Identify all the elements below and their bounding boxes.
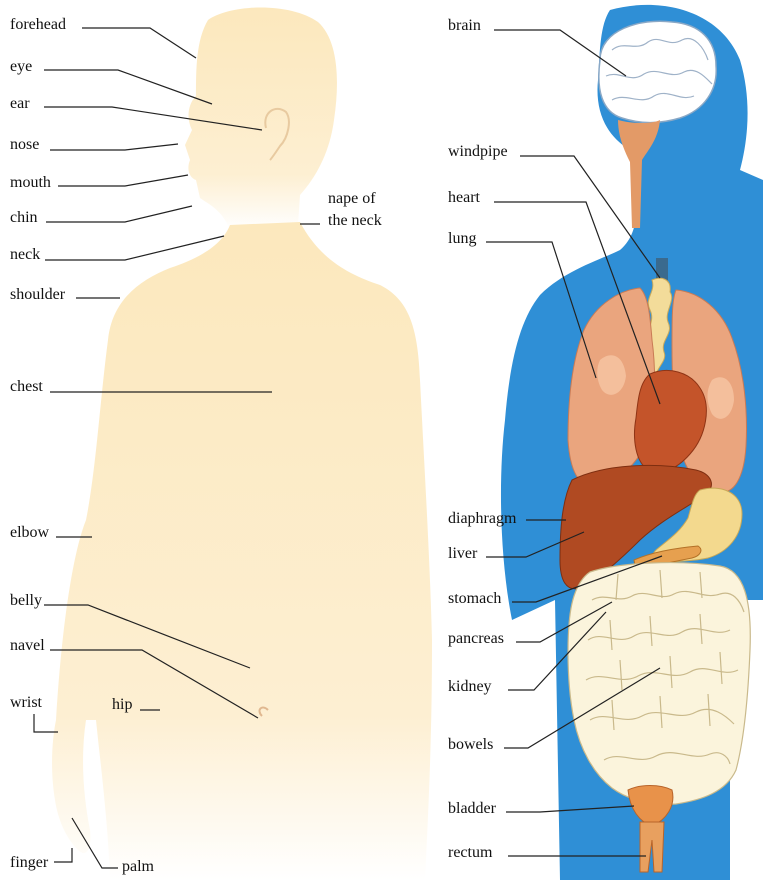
line-brain: [494, 30, 626, 76]
label-finger: finger: [10, 854, 48, 872]
line-kidney: [508, 612, 606, 690]
label-neck: neck: [10, 246, 40, 264]
label-heart: heart: [448, 189, 480, 207]
label-windpipe: windpipe: [448, 143, 508, 161]
label-liver: liver: [448, 545, 477, 563]
line-palm: [72, 818, 118, 868]
line-windpipe: [520, 156, 660, 278]
label-brain: brain: [448, 17, 481, 35]
label-forehead: forehead: [10, 16, 66, 34]
label-bowels: bowels: [448, 736, 493, 754]
label-kidney: kidney: [448, 678, 492, 696]
line-mouth: [58, 175, 188, 186]
line-stomach: [512, 556, 662, 602]
line-lung: [486, 242, 596, 378]
line-forehead: [82, 28, 196, 58]
label-palm: palm: [122, 858, 154, 876]
label-hip: hip: [112, 696, 132, 714]
label-rectum: rectum: [448, 844, 492, 862]
line-nose: [50, 144, 178, 150]
line-neck: [45, 236, 224, 260]
label-chest: chest: [10, 378, 43, 396]
label-eye: eye: [10, 58, 32, 76]
label-pancreas: pancreas: [448, 630, 504, 648]
label-chin: chin: [10, 209, 38, 227]
label-nape-line2: the neck: [328, 212, 382, 230]
label-mouth: mouth: [10, 174, 51, 192]
line-finger: [54, 848, 72, 862]
line-pancreas: [516, 602, 612, 642]
label-stomach: stomach: [448, 590, 501, 608]
label-shoulder: shoulder: [10, 286, 65, 304]
label-navel: navel: [10, 637, 45, 655]
label-nape-line1: nape of: [328, 190, 376, 208]
line-heart: [494, 202, 660, 404]
label-belly: belly: [10, 592, 42, 610]
line-liver: [486, 532, 584, 557]
label-nose: nose: [10, 136, 39, 154]
line-navel: [50, 650, 258, 718]
label-elbow: elbow: [10, 524, 49, 542]
line-bowels: [504, 668, 660, 748]
line-ear: [44, 107, 262, 130]
label-lung: lung: [448, 230, 476, 248]
line-chin: [46, 206, 192, 222]
line-bladder: [506, 806, 634, 812]
line-wrist: [34, 714, 58, 732]
line-eye: [44, 70, 212, 104]
line-belly: [44, 605, 250, 668]
label-ear: ear: [10, 95, 30, 113]
label-wrist: wrist: [10, 694, 42, 712]
label-bladder: bladder: [448, 800, 496, 818]
label-diaphragm: diaphragm: [448, 510, 516, 528]
